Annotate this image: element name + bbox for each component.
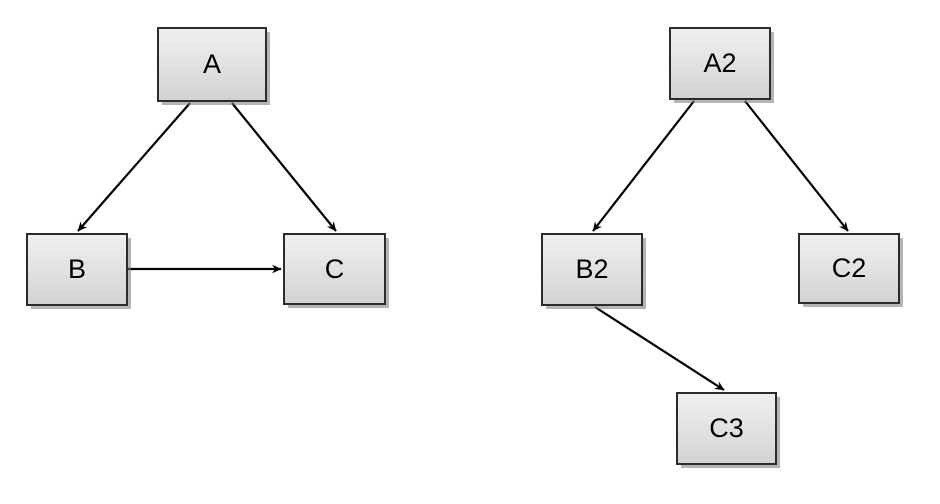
node-label-b: B xyxy=(67,254,86,284)
edge-a2-to-c2 xyxy=(744,100,849,232)
node-c3[interactable]: C3 xyxy=(676,392,777,465)
node-label-c: C xyxy=(324,253,345,284)
edge-a-to-c xyxy=(231,102,337,232)
edge-a-to-b xyxy=(77,102,191,232)
node-a2[interactable]: A2 xyxy=(669,27,771,100)
node-b2[interactable]: B2 xyxy=(541,233,643,306)
node-b[interactable]: B xyxy=(26,233,128,306)
node-a[interactable]: A xyxy=(157,27,267,102)
node-label-a: A xyxy=(202,49,221,79)
node-label-b2: B2 xyxy=(575,254,609,284)
node-label-c3: C3 xyxy=(709,413,744,443)
edge-a2-to-b2 xyxy=(592,100,695,232)
node-c2[interactable]: C2 xyxy=(798,233,900,304)
node-c[interactable]: C xyxy=(283,233,386,305)
node-label-c2: C2 xyxy=(831,253,867,283)
node-label-a2: A2 xyxy=(703,48,737,78)
edge-b2-to-c3 xyxy=(594,306,725,391)
